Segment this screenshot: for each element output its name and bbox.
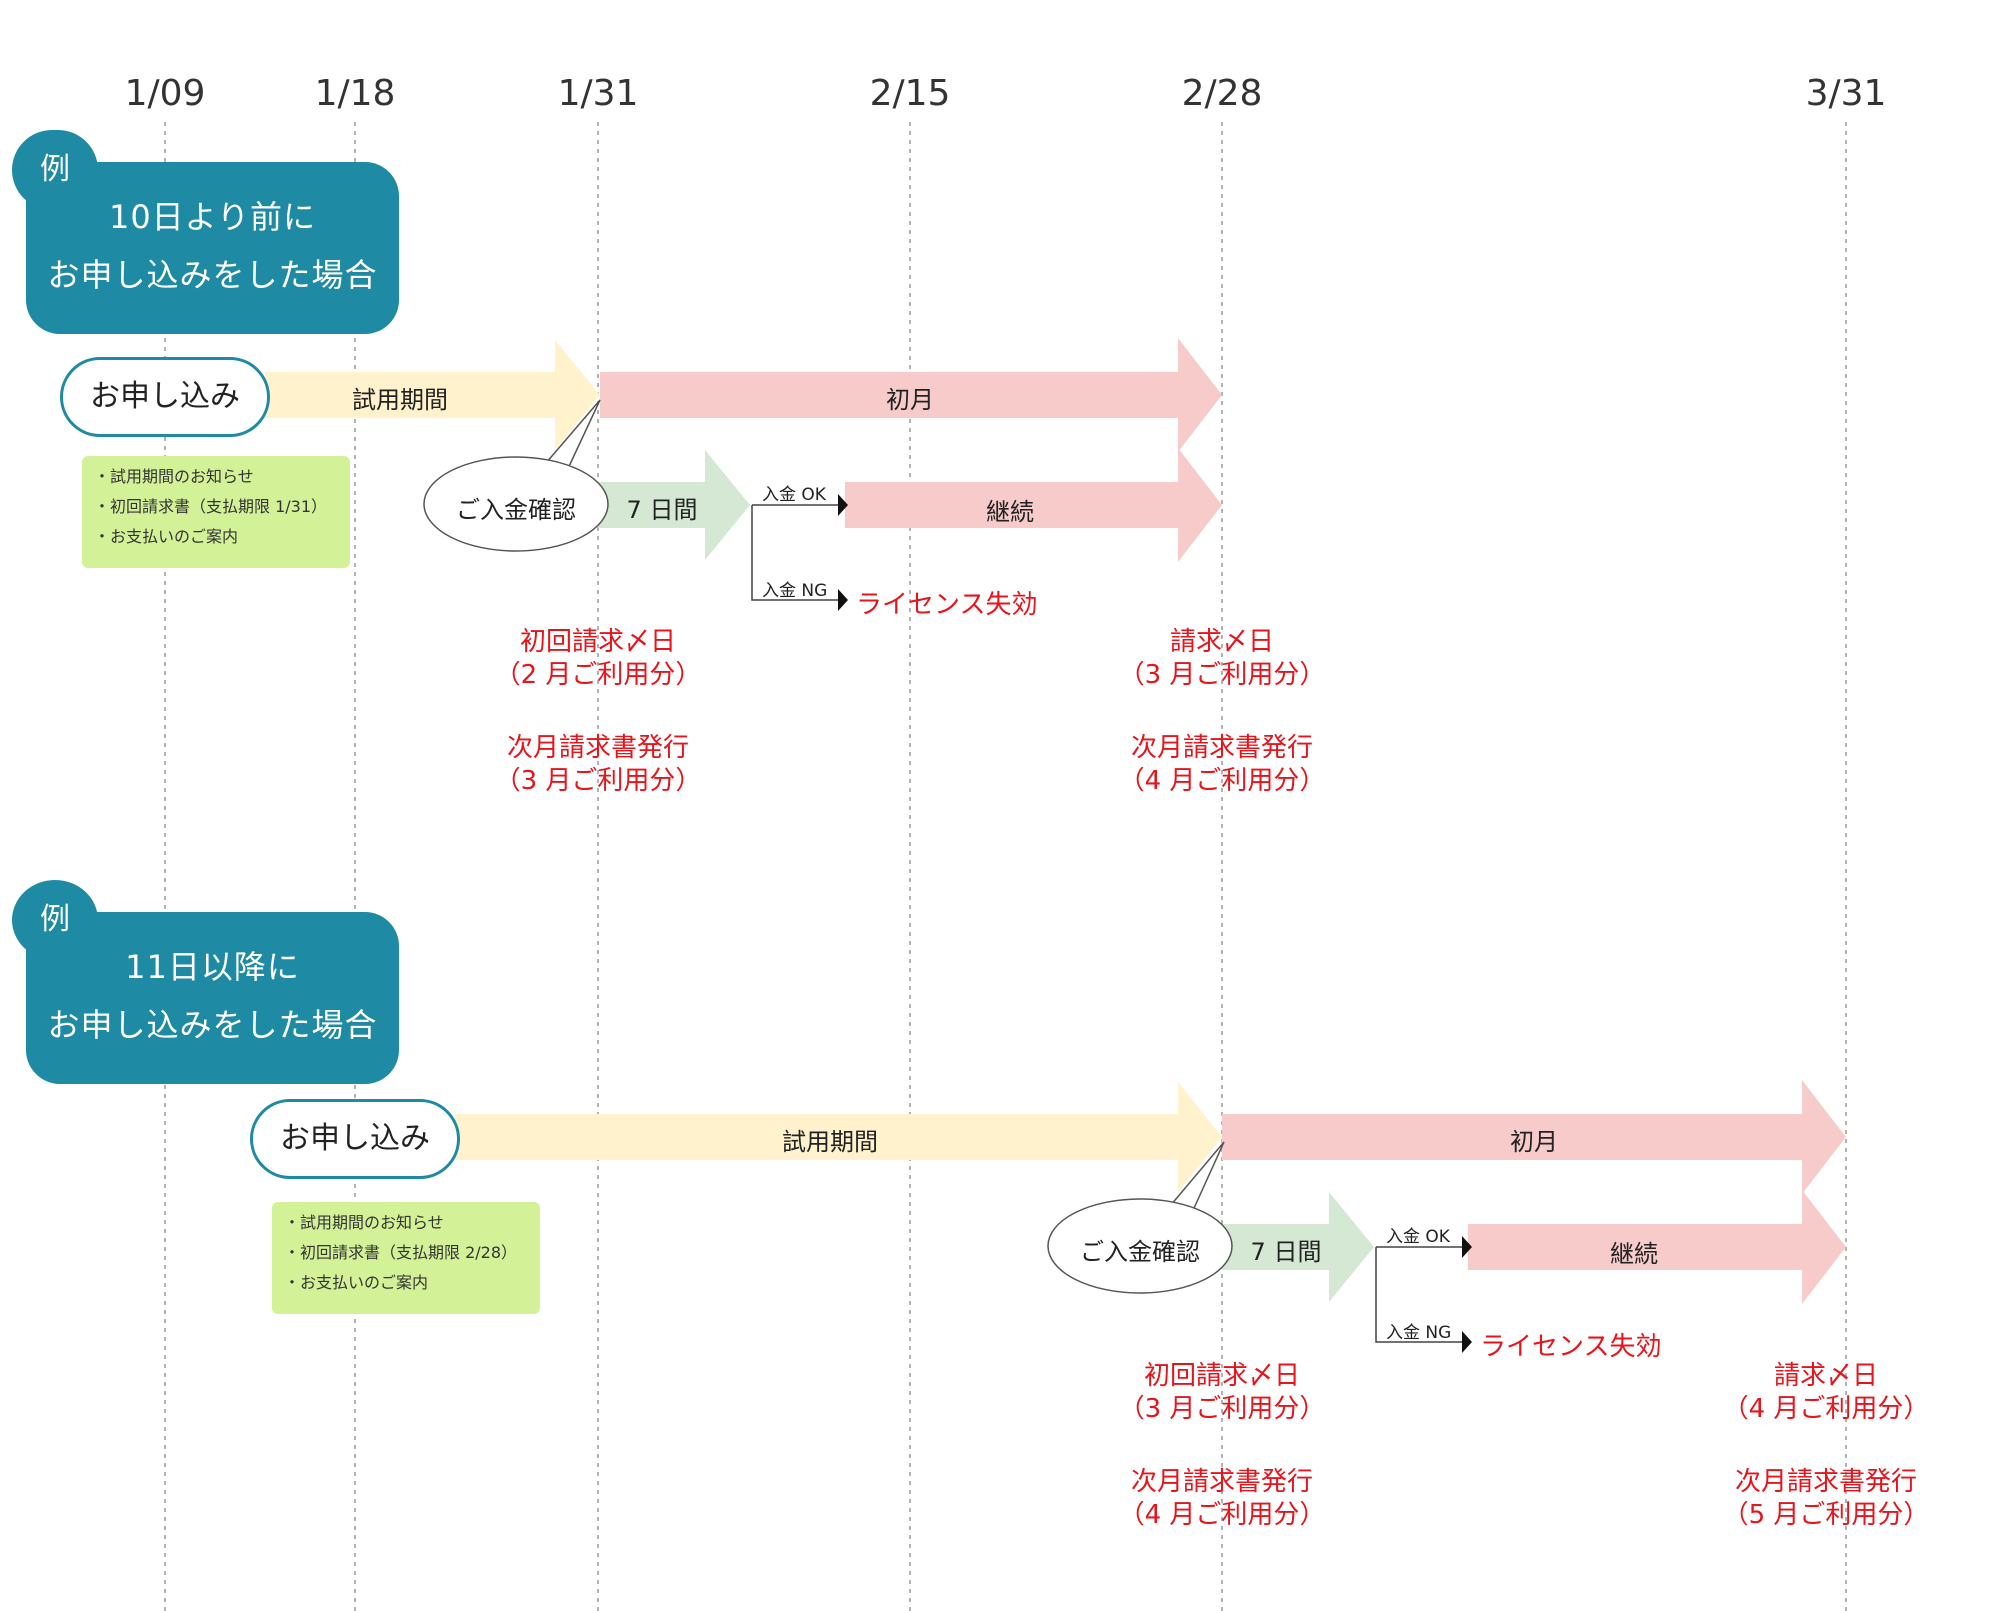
example2-notice-box: ・試用期間のお知らせ ・初回請求書（支払期限 2/28） ・お支払いのご案内 bbox=[272, 1202, 540, 1314]
speech-bubble-tail bbox=[539, 399, 601, 476]
example2-next-invoice-issue: 次月請求書発行 （4 月ご利用分） bbox=[1102, 1466, 1342, 1532]
red-text: 請求〆日 bbox=[1169, 627, 1274, 657]
red-text: （3 月ご利用分） bbox=[1118, 1394, 1326, 1424]
example2-ok-label: 入金 OK bbox=[1386, 1227, 1450, 1247]
payment-confirm-bubble bbox=[1047, 1198, 1233, 1294]
notice-item: ・試用期間のお知らせ bbox=[94, 467, 254, 486]
first-month-arrow bbox=[1222, 1080, 1846, 1194]
red-text: （4 月ご利用分） bbox=[1118, 766, 1326, 796]
example2-tab: 例 bbox=[12, 880, 98, 960]
example2-first-month-label: 初月 bbox=[1510, 1128, 1558, 1156]
example1-ng-label: 入金 NG bbox=[762, 581, 828, 601]
example2-title-line1: 11日以降に bbox=[125, 948, 300, 986]
example1-ok-label: 入金 OK bbox=[762, 485, 826, 505]
payment-branch-lines bbox=[1375, 1246, 1462, 1343]
red-text: 次月請求書発行 bbox=[1130, 1467, 1313, 1497]
payment-confirm-bubble bbox=[423, 456, 609, 552]
example1-title-line2: お申し込みをした場合 bbox=[47, 256, 378, 294]
example1-first-month-label: 初月 bbox=[886, 386, 934, 414]
continue-arrow bbox=[845, 448, 1222, 562]
notice-item: ・お支払いのご案内 bbox=[284, 1273, 429, 1292]
example1-next-invoice-issue-2: 次月請求書発行 （4 月ご利用分） bbox=[1102, 732, 1342, 798]
ng-arrowhead bbox=[838, 589, 848, 611]
red-text: （5 月ご利用分） bbox=[1722, 1500, 1930, 1530]
example2-license-expired: ライセンス失効 bbox=[1480, 1332, 1662, 1362]
notice-item: ・お支払いのご案内 bbox=[94, 527, 239, 546]
date-label-0109: 1/09 bbox=[125, 73, 206, 114]
example1-license-expired: ライセンス失効 bbox=[856, 590, 1038, 620]
continue-arrow bbox=[1468, 1190, 1846, 1304]
payment-period-arrow bbox=[1222, 1192, 1374, 1302]
red-text: （3 月ご利用分） bbox=[494, 766, 702, 796]
example1-title-box: 10日より前に お申し込みをした場合 bbox=[26, 162, 399, 334]
payment-branch-lines bbox=[751, 504, 838, 601]
notice-item: ・試用期間のお知らせ bbox=[284, 1213, 444, 1232]
notice-item: ・初回請求書（支払期限 2/28） bbox=[284, 1243, 518, 1262]
example2-next-invoice-issue-2: 次月請求書発行 （5 月ご利用分） bbox=[1706, 1466, 1946, 1532]
example2-billing-cutoff: 請求〆日 （4 月ご利用分） bbox=[1706, 1360, 1946, 1426]
ok-arrowhead bbox=[838, 494, 848, 516]
trial-period-arrow bbox=[265, 340, 600, 450]
example2-apply-pill: お申し込み bbox=[250, 1099, 460, 1179]
example2-payment-confirm-label: ご入金確認 bbox=[1080, 1238, 1200, 1266]
red-text: （3 月ご利用分） bbox=[1118, 660, 1326, 690]
date-label-0331: 3/31 bbox=[1806, 73, 1887, 114]
example1-tab: 例 bbox=[12, 130, 98, 210]
example1-trial-label: 試用期間 bbox=[352, 386, 448, 414]
red-text: 請求〆日 bbox=[1773, 1361, 1878, 1391]
example1-continue-label: 継続 bbox=[986, 498, 1034, 526]
example1-apply-pill: お申し込み bbox=[60, 357, 270, 437]
example2-continue-label: 継続 bbox=[1610, 1240, 1658, 1268]
red-text: 初回請求〆日 bbox=[1143, 1361, 1300, 1391]
example2-first-billing-cutoff: 初回請求〆日 （3 月ご利用分） bbox=[1102, 1360, 1342, 1426]
example1-title-line1: 10日より前に bbox=[108, 198, 317, 236]
date-label-0215: 2/15 bbox=[870, 73, 951, 114]
example2-trial-label: 試用期間 bbox=[782, 1128, 878, 1156]
example1-next-invoice-issue: 次月請求書発行 （3 月ご利用分） bbox=[478, 732, 718, 798]
red-text: 次月請求書発行 bbox=[1734, 1467, 1917, 1497]
example2-ng-label: 入金 NG bbox=[1386, 1323, 1452, 1343]
example1-billing-cutoff: 請求〆日 （3 月ご利用分） bbox=[1102, 626, 1342, 692]
example1-first-billing-cutoff: 初回請求〆日 （2 月ご利用分） bbox=[478, 626, 718, 692]
date-label-0118: 1/18 bbox=[315, 73, 396, 114]
red-text: （2 月ご利用分） bbox=[494, 660, 702, 690]
red-text: （4 月ご利用分） bbox=[1722, 1394, 1930, 1424]
red-text: 初回請求〆日 bbox=[519, 627, 676, 657]
example1-payment-confirm-label: ご入金確認 bbox=[456, 496, 576, 524]
red-text: （4 月ご利用分） bbox=[1118, 1500, 1326, 1530]
ng-arrowhead bbox=[1462, 1331, 1472, 1353]
red-text: 次月請求書発行 bbox=[506, 733, 689, 763]
speech-bubble-tail bbox=[1164, 1141, 1225, 1218]
ok-arrowhead bbox=[1462, 1236, 1472, 1258]
payment-period-arrow bbox=[598, 450, 750, 560]
trial-period-arrow bbox=[455, 1082, 1222, 1192]
example2-payment-period-label: 7 日間 bbox=[1250, 1238, 1322, 1266]
example2-title-line2: お申し込みをした場合 bbox=[47, 1006, 378, 1044]
date-label-0228: 2/28 bbox=[1182, 73, 1263, 114]
notice-item: ・初回請求書（支払期限 1/31） bbox=[94, 497, 328, 516]
date-label-0131: 1/31 bbox=[558, 73, 639, 114]
red-text: 次月請求書発行 bbox=[1130, 733, 1313, 763]
example1-notice-box: ・試用期間のお知らせ ・初回請求書（支払期限 1/31） ・お支払いのご案内 bbox=[82, 456, 350, 568]
example1-payment-period-label: 7 日間 bbox=[626, 496, 698, 524]
first-month-arrow bbox=[600, 338, 1222, 452]
